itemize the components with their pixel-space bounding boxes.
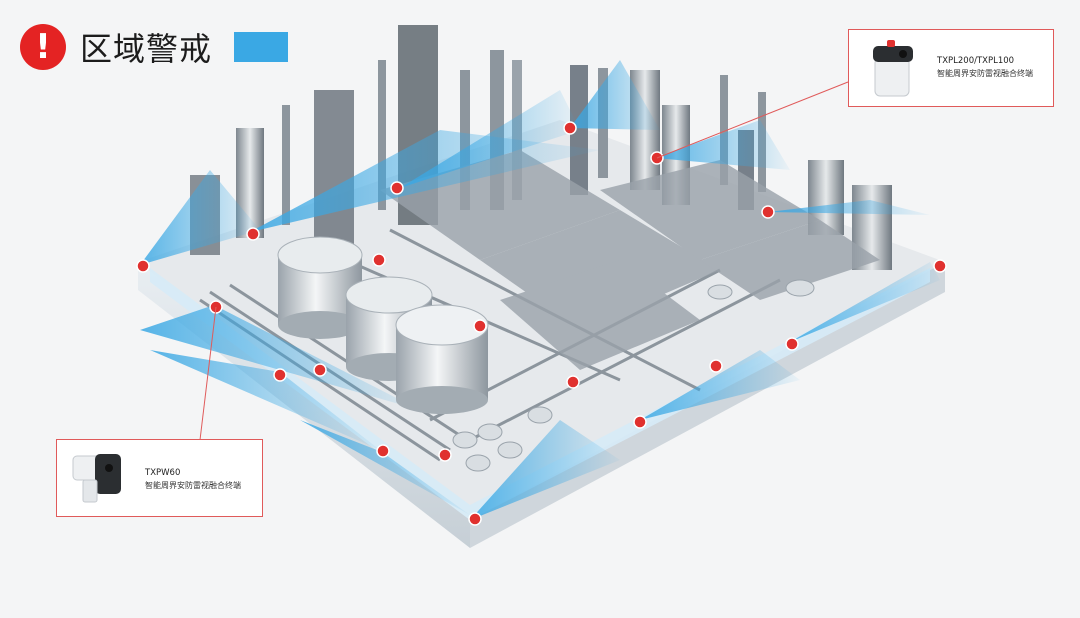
- radar-camera-icon: [72, 454, 121, 503]
- process-units: [380, 150, 880, 370]
- device-callout-txpl: TXPL200/TXPL100 智能周界安防雷视融合终端: [848, 29, 1054, 107]
- alert-zone-legend-swatch: [234, 32, 289, 62]
- device-model: TXPL200/TXPL100: [937, 56, 1015, 66]
- sensor-markers: [136, 121, 947, 526]
- device-description: 智能周界安防雷视融合终端: [937, 69, 1033, 78]
- page-header: ! 区域警戒: [20, 22, 289, 72]
- horizontal-tanks: [452, 279, 815, 472]
- storage-tanks: [277, 236, 489, 414]
- exclamation-icon: !: [20, 24, 66, 70]
- page-title: 区域警戒: [80, 30, 213, 68]
- device-callout-txpw60: TXPW60 智能周界安防雷视融合终端: [56, 439, 263, 517]
- callout-leaders: [199, 81, 849, 441]
- device-description: 智能周界安防雷视融合终端: [145, 481, 241, 490]
- device-model: TXPW60: [145, 468, 181, 478]
- radar-camera-icon: [873, 40, 913, 97]
